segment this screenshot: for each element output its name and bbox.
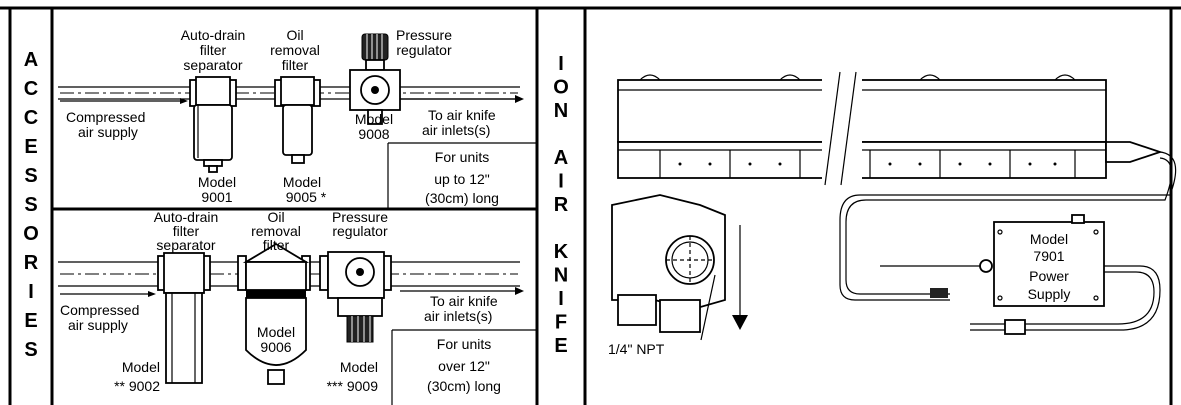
- left-letters-letter: C: [24, 107, 38, 129]
- left-letters-letter: A: [24, 49, 38, 71]
- top-accessory-diagram: [58, 33, 537, 209]
- left-letters-letter: S: [24, 339, 37, 361]
- bottom-model-9009: Model*** 9009: [327, 359, 379, 394]
- left-letters-letter: I: [28, 281, 34, 303]
- left-letters-letter: R: [24, 252, 39, 274]
- bottom-accessory-diagram: [58, 242, 537, 405]
- mid-letters-letter: E: [554, 335, 567, 357]
- mid-letters-letter: A: [554, 147, 568, 169]
- left-letters-letter: E: [24, 136, 37, 158]
- mid-letters-letter: I: [558, 288, 564, 310]
- mid-letters-letter: N: [554, 265, 568, 287]
- left-letters-letter: S: [24, 165, 37, 187]
- left-letters-letter: C: [24, 78, 38, 100]
- mid-letters-letter: N: [554, 100, 568, 122]
- mid-letters-letter: F: [555, 312, 567, 334]
- bottom-model-9002: Model** 9002: [114, 359, 160, 394]
- mid-letters-letter: K: [554, 241, 569, 263]
- mid-letters-letter: I: [558, 171, 564, 193]
- npt-label: 1/4" NPT: [608, 341, 665, 357]
- air-knife-drawing: [611, 70, 1177, 341]
- mid-letters-letter: I: [558, 53, 564, 75]
- mid-letters-letter: R: [554, 194, 569, 216]
- left-letters-letter: O: [23, 223, 39, 245]
- mid-letters-letter: O: [553, 77, 569, 99]
- left-letters-letter: E: [24, 310, 37, 332]
- left-letters-letter: S: [24, 194, 37, 216]
